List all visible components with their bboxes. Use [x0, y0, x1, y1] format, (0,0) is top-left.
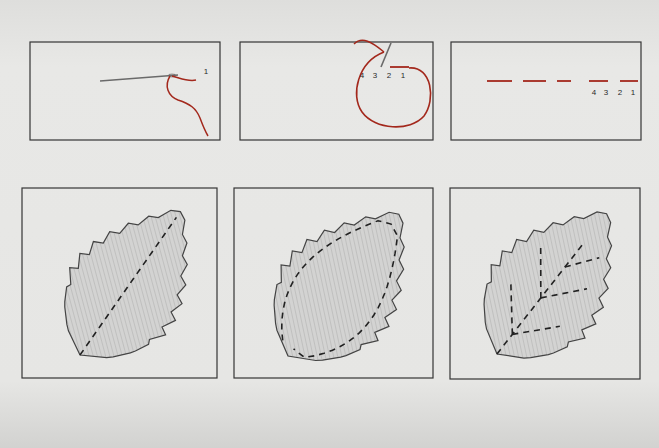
stitch [390, 66, 409, 68]
stitch-line [517, 248, 565, 298]
stitch-line [541, 270, 587, 317]
running-stitch [487, 80, 638, 82]
step-number: 3 [604, 89, 608, 97]
panel-frame [240, 42, 433, 140]
step-number: 3 [373, 72, 377, 80]
step-number: 4 [592, 89, 596, 97]
stitch [487, 80, 512, 82]
stitch [589, 80, 608, 82]
needle [100, 75, 178, 81]
stitch-line [80, 217, 176, 355]
panel-frame [451, 42, 641, 140]
stitch-line [260, 198, 425, 376]
leaf-outline [32, 178, 228, 388]
panel-frame [30, 42, 220, 140]
thread [354, 40, 384, 52]
leaf [240, 176, 448, 394]
step-number: 2 [618, 89, 622, 97]
stitch-line [512, 306, 560, 354]
leaf-outline [450, 177, 653, 391]
step-number: 1 [401, 72, 405, 80]
step-number: 1 [631, 89, 635, 97]
stitch [620, 80, 638, 82]
thread [167, 76, 208, 136]
step-number: 2 [387, 72, 391, 80]
leaf [32, 178, 228, 388]
stitch-line [565, 245, 599, 281]
needle [381, 43, 391, 67]
stitch [523, 80, 546, 82]
stitch-line [497, 245, 582, 354]
step-number: 1 [204, 68, 208, 76]
thread [172, 76, 196, 81]
stitch-line [487, 284, 537, 335]
leaf [450, 177, 653, 391]
step-number: 4 [360, 72, 364, 80]
thread-loop [357, 52, 431, 127]
stitch [557, 80, 571, 82]
leaf-outline [240, 176, 448, 394]
